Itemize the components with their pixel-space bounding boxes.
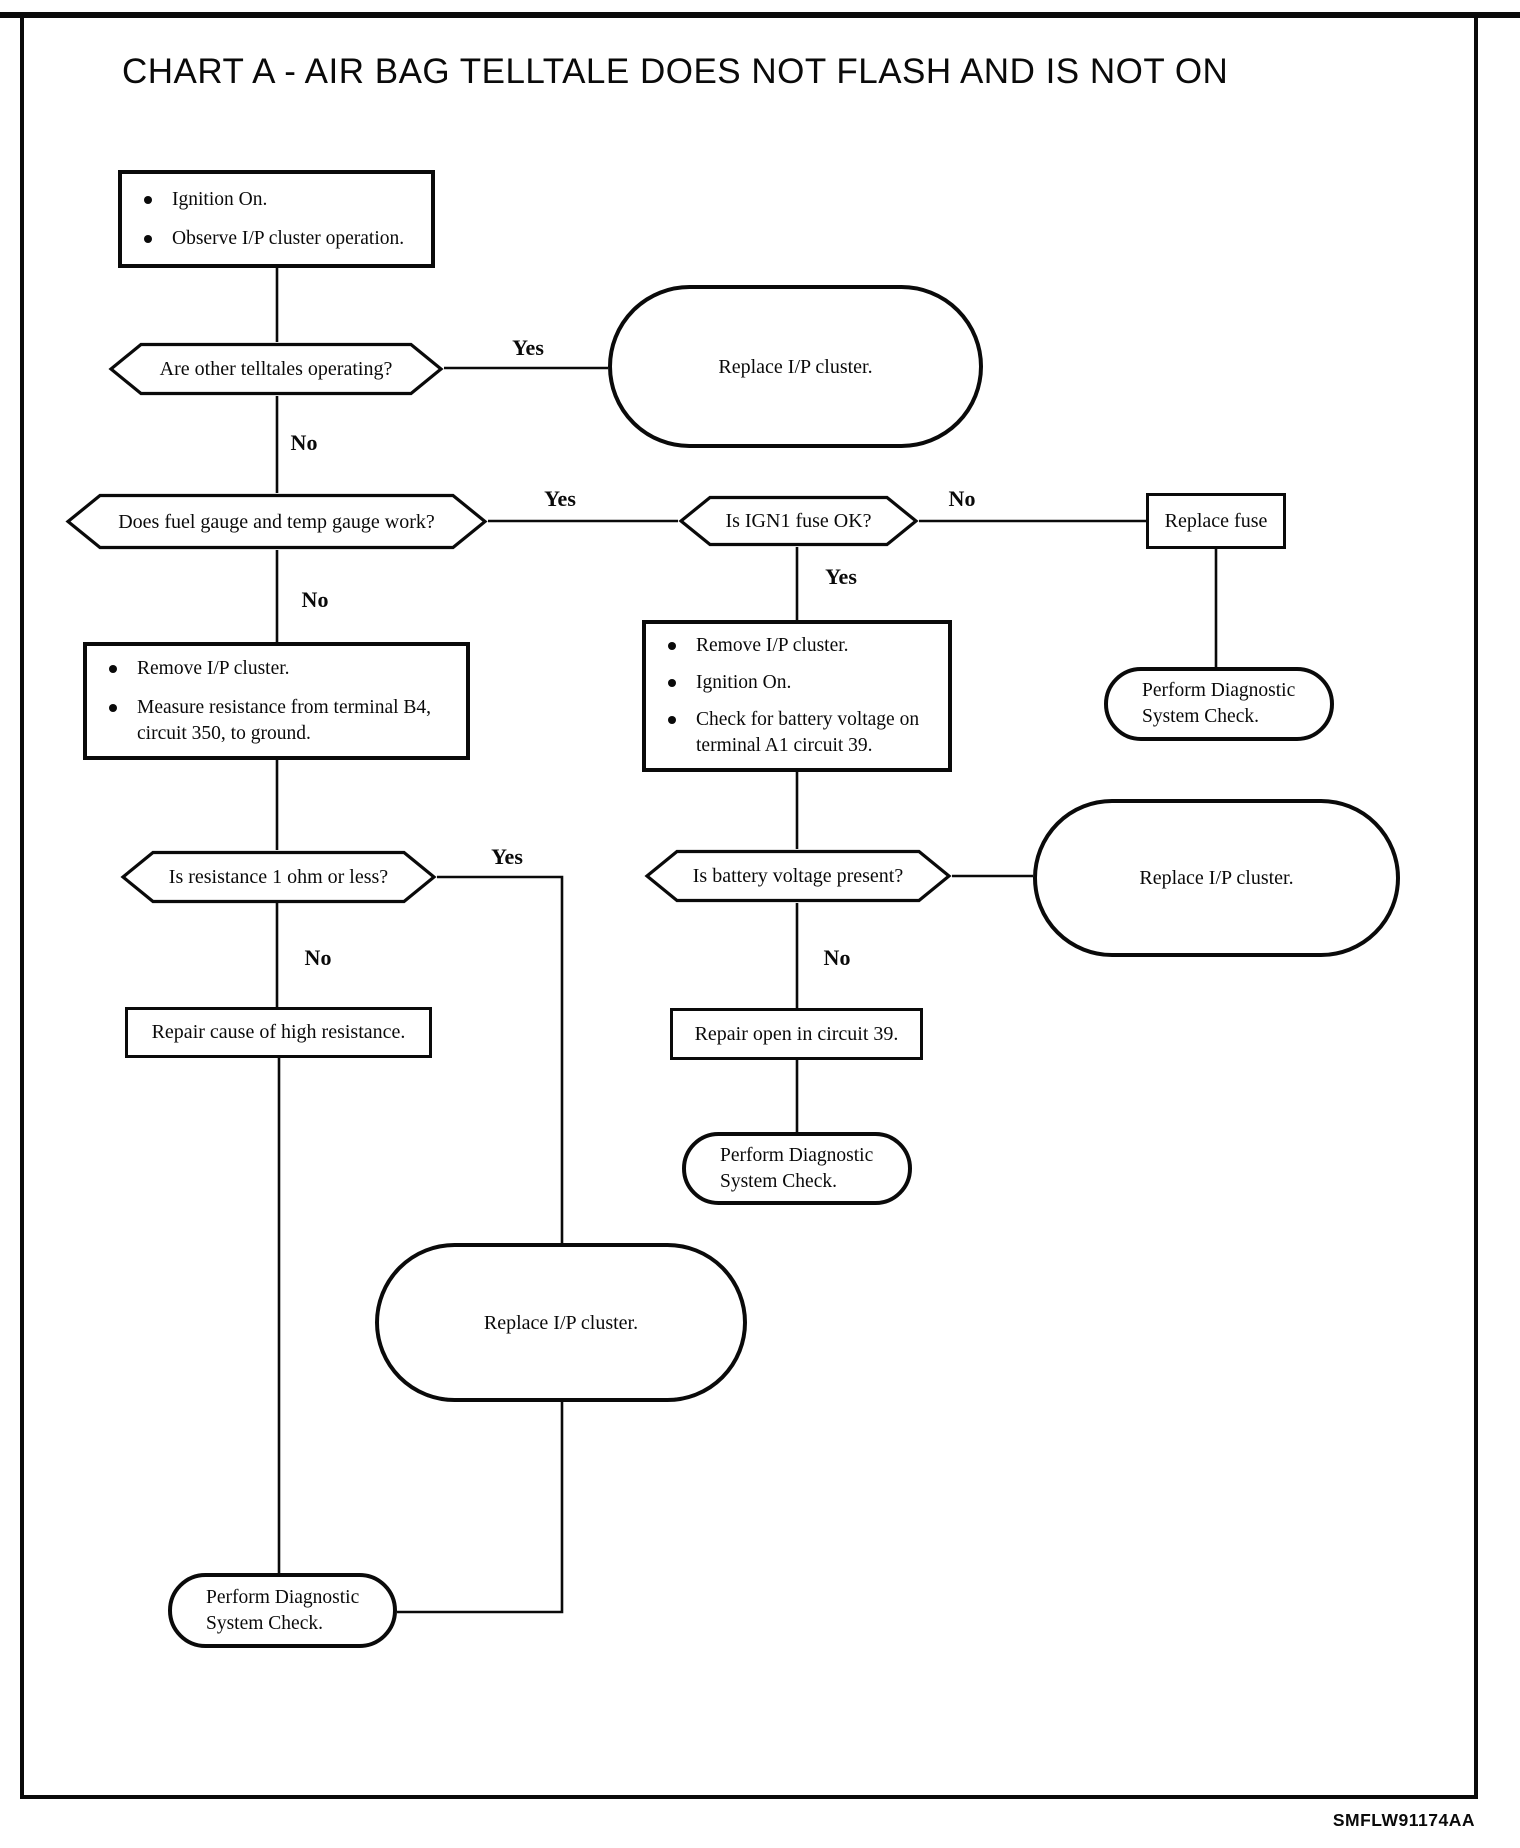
bullet-icon — [668, 679, 676, 687]
step-text: Repair cause of high resistance. — [151, 1021, 406, 1043]
step-line: Remove I/P cluster. — [137, 657, 290, 679]
step-repair-high-resistance: Repair cause of high resistance. — [125, 1007, 432, 1058]
edge-label-no: No — [301, 587, 329, 612]
chart-title: CHART A - AIR BAG TELLTALE DOES NOT FLAS… — [122, 52, 1229, 91]
hexagon-shape — [65, 493, 488, 550]
terminal-diag-check-right: Perform Diagnostic System Check. — [1104, 667, 1334, 741]
step-ignition-on-observe-cluster: Ignition On. Observe I/P cluster operati… — [118, 170, 435, 268]
edge-label-no: No — [948, 486, 976, 511]
decision-text: Is battery voltage present? — [692, 865, 904, 887]
step-text: Repair open in circuit 39. — [694, 1022, 899, 1045]
figure-code: SMFLW91174AA — [1332, 1810, 1475, 1830]
bullet-icon — [144, 195, 152, 204]
edge-label-yes: Yes — [544, 486, 576, 511]
edge-label-no: No — [823, 945, 851, 970]
terminal-replace-ip-cluster-right: Replace I/P cluster. — [1033, 799, 1400, 957]
step-replace-fuse: Replace fuse — [1146, 493, 1286, 549]
decision-fuel-temp-gauge-work: Does fuel gauge and temp gauge work? — [65, 493, 488, 550]
edge-label-yes: Yes — [512, 335, 544, 360]
step-line: Observe I/P cluster operation. — [172, 227, 405, 249]
hexagon-shape — [644, 849, 952, 903]
step-check-battery-voltage: Remove I/P cluster. Ignition On. Check f… — [642, 620, 952, 772]
hexagon-shape — [678, 495, 919, 547]
bullet-icon — [109, 703, 117, 712]
edge-label-no: No — [304, 945, 332, 970]
step-repair-open-circuit-39: Repair open in circuit 39. — [670, 1008, 923, 1060]
bullet-icon — [668, 642, 676, 650]
step-line: Ignition On. — [172, 188, 268, 210]
edge-label-yes: Yes — [825, 564, 857, 589]
step-line: Remove I/P cluster. — [696, 635, 849, 656]
terminal-diag-check-mid: Perform Diagnostic System Check. — [682, 1132, 912, 1205]
step-line: Check for battery voltage on terminal A1… — [696, 709, 920, 756]
hexagon-shape — [120, 850, 437, 904]
edge-label-yes: Yes — [491, 844, 523, 869]
step-text: Replace fuse — [1164, 509, 1268, 532]
decision-resistance-1-ohm: Is resistance 1 ohm or less? — [120, 850, 437, 904]
bullet-icon — [144, 234, 152, 243]
decision-other-telltales-operating: Are other telltales operating? — [108, 342, 444, 396]
decision-ign1-fuse-ok: Is IGN1 fuse OK? — [678, 495, 919, 547]
step-measure-resistance: Remove I/P cluster. Measure resistance f… — [83, 642, 470, 760]
step-line: Ignition On. — [696, 672, 792, 693]
step-line: Measure resistance from terminal B4, cir… — [137, 696, 432, 744]
decision-text: Does fuel gauge and temp gauge work? — [118, 510, 435, 533]
decision-text: Is IGN1 fuse OK? — [725, 510, 872, 532]
hexagon-shape — [108, 342, 444, 396]
terminal-diag-check-bottom: Perform Diagnostic System Check. — [168, 1573, 397, 1648]
decision-battery-voltage-present: Is battery voltage present? — [644, 849, 952, 903]
bullet-icon — [668, 716, 676, 724]
terminal-replace-ip-cluster-lower: Replace I/P cluster. — [375, 1243, 747, 1402]
edge-label-no: No — [290, 430, 318, 455]
terminal-replace-ip-cluster-top: Replace I/P cluster. — [608, 285, 983, 448]
chart-border-frame — [20, 14, 1478, 1799]
decision-text: Are other telltales operating? — [159, 358, 393, 380]
bullet-icon — [109, 664, 117, 673]
decision-text: Is resistance 1 ohm or less? — [168, 866, 389, 888]
